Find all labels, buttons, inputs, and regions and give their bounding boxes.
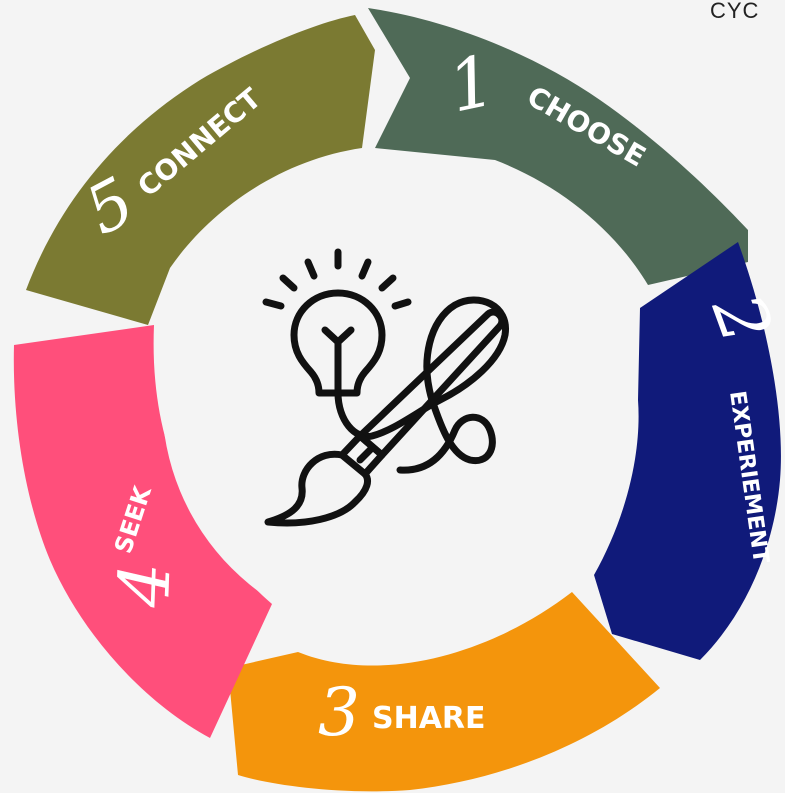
lightbulb-paintbrush-icon xyxy=(262,248,509,527)
segment-seek-number: 4 xyxy=(103,561,187,609)
cycle-title-fragment: CYC xyxy=(710,0,760,23)
segment-share: 3 SHARE xyxy=(228,592,660,792)
segment-choose-shape xyxy=(368,8,748,285)
segment-seek: 4 SEEK xyxy=(13,325,272,738)
segment-share-number: 3 xyxy=(318,674,360,751)
segment-seek-shape xyxy=(13,325,272,738)
segment-choose: 1 CHOOSE xyxy=(368,8,748,285)
segment-share-shape xyxy=(228,592,660,792)
segment-share-label: SHARE xyxy=(372,701,486,736)
segment-experiment-shape xyxy=(594,242,781,660)
segment-connect-shape xyxy=(26,15,375,325)
segment-experiment: 2 EXPERIEMENT xyxy=(594,242,785,660)
